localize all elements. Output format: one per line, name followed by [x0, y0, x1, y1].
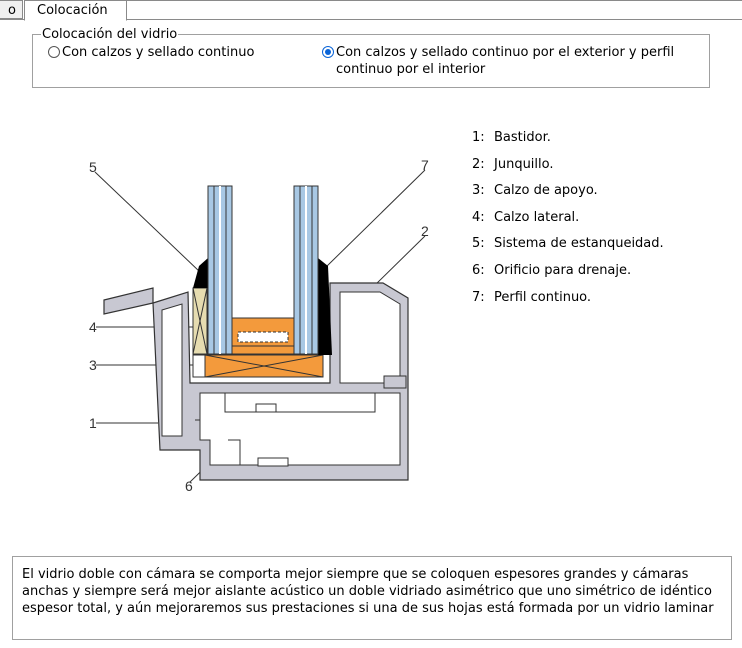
legend-text: Orificio para drenaje. [494, 262, 632, 278]
legend-item: 1: Bastidor. [472, 129, 664, 156]
glazing-placement-legend: Colocación del vidrio [42, 27, 178, 42]
legend-text: Sistema de estanqueidad. [494, 236, 664, 252]
continuous-profile-base [231, 345, 295, 355]
frame-chamber [199, 392, 401, 466]
radio-button-selected-icon[interactable] [322, 46, 334, 58]
legend-text: Perfil continuo. [494, 289, 592, 305]
tab-baseline [0, 19, 742, 20]
glass-pane-exterior [207, 185, 233, 355]
legend-number: 1: [472, 130, 485, 145]
radio-button-icon[interactable] [48, 46, 60, 58]
spacer-block [192, 354, 206, 378]
legend-item: 7: Perfil continuo. [472, 289, 664, 316]
glazing-section-diagram: 5 7 2 4 3 1 6 [89, 157, 429, 494]
callout-1: 1 [89, 415, 97, 431]
legend-number: 3: [472, 183, 485, 199]
setting-block-cross-icon [204, 354, 324, 378]
drainage-hole [257, 457, 289, 467]
frame-chamber [339, 291, 401, 384]
drainage-hole [255, 403, 277, 413]
glazing-placement-group: Colocación del vidrio [32, 27, 710, 88]
legend-number: 2: [472, 156, 485, 172]
tab-bar-filler [127, 0, 742, 20]
leader-line-2 [371, 235, 426, 289]
parts-legend: 1: Bastidor. 2: Junquillo. 3: Calzo de apoy… [472, 129, 664, 315]
interior-seal [318, 258, 332, 355]
callout-7: 7 [421, 157, 429, 173]
callout-4: 4 [89, 319, 97, 335]
callout-6: 6 [185, 478, 193, 494]
tab-previous[interactable]: o [0, 0, 23, 19]
tab-bar: o Colocación [0, 0, 742, 21]
legend-number: 5: [472, 236, 485, 252]
legend-item: 5: Sistema de estanqueidad. [472, 235, 664, 262]
legend-item: 4: Calzo lateral. [472, 209, 664, 236]
exterior-drip-profile [103, 287, 154, 315]
frame-inner-web [224, 393, 376, 413]
radio-option-continuous-seal[interactable]: Con calzos y sellado continuo [48, 44, 254, 61]
leader-line-7 [324, 169, 426, 269]
legend-text: Junquillo. [494, 156, 554, 172]
legend-item: 6: Orificio para drenaje. [472, 262, 664, 289]
legend-text: Calzo de apoyo. [494, 183, 598, 199]
leader-line-5 [94, 171, 201, 273]
legend-number: 4: [472, 209, 485, 225]
continuous-profile-chamber [237, 331, 289, 343]
legend-text: Calzo lateral. [494, 209, 580, 225]
legend-text: Bastidor. [494, 130, 551, 145]
callout-5: 5 [89, 159, 97, 175]
radio-option-seal-and-profile[interactable]: Con calzos y sellado continuo por el ext… [322, 44, 707, 78]
legend-item: 3: Calzo de apoyo. [472, 182, 664, 209]
callout-3: 3 [89, 357, 97, 373]
lateral-block-cross-icon [192, 287, 208, 355]
description-box: El vidrio doble con cámara se comporta m… [12, 556, 732, 640]
radio-option-label: Con calzos y sellado continuo por el ext… [336, 45, 675, 77]
glass-pane-interior [293, 185, 319, 355]
frame-chamber [161, 303, 183, 437]
tab-colocacion[interactable]: Colocación [24, 0, 127, 21]
frame-inner-web [195, 419, 241, 465]
legend-item: 2: Junquillo. [472, 156, 664, 183]
bead-clip [383, 375, 407, 389]
radio-option-label: Con calzos y sellado continuo [62, 45, 255, 60]
legend-number: 7: [472, 289, 485, 305]
legend-number: 6: [472, 262, 485, 278]
callout-2: 2 [421, 223, 429, 239]
exterior-seal [193, 258, 208, 288]
